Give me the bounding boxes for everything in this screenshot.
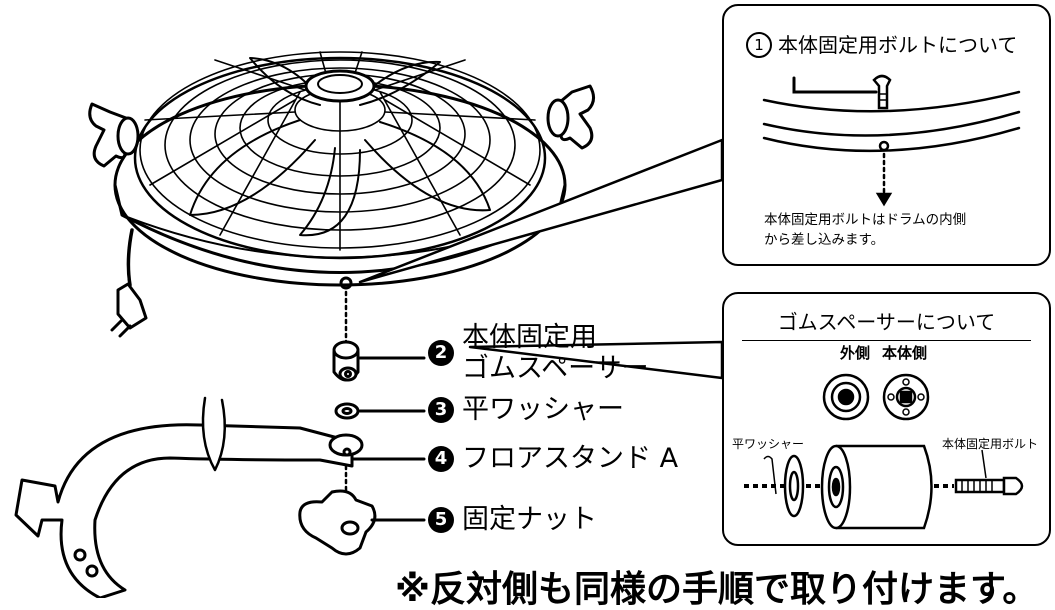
fan-hub xyxy=(304,69,376,103)
spacer-detail xyxy=(744,373,1024,530)
fan-blades xyxy=(189,57,491,237)
bolt-callout-box: 1 本体固定用ボルトについて 本体固定用ボルトはドラムの内側 から差し込みます。 xyxy=(722,4,1051,266)
part-washer-text: 平ワッシャー xyxy=(462,394,624,425)
bolt-note-line1: 本体固定用ボルトはドラムの内側 xyxy=(764,212,967,228)
label-bolt: 本体固定用ボルト xyxy=(942,437,1039,451)
part-label-washer: 3 平ワッシャー xyxy=(428,396,624,423)
side-knob-left xyxy=(88,102,140,168)
bolt-callout-title-text: 本体固定用ボルトについて xyxy=(778,33,1018,57)
part-number-3: 3 xyxy=(428,396,454,423)
rubber-spacer-part xyxy=(332,340,360,382)
footer-note: ※反対側も同様の手順で取り付けます。 xyxy=(395,569,1039,610)
bolt-callout-title: 1 本体固定用ボルトについて xyxy=(746,32,1017,58)
callout-number-1: 1 xyxy=(746,32,772,58)
side-knob-right xyxy=(546,84,595,150)
floor-stand-part xyxy=(14,423,364,598)
part-label-floor-stand: 4 フロアスタンド A xyxy=(428,445,678,472)
part-label-nut: 5 固定ナット xyxy=(428,506,597,533)
part-label-spacer: 2 本体固定用 ゴムスペーサー xyxy=(428,322,649,384)
part-number-2: 2 xyxy=(428,340,454,367)
label-outer-side: 外側 xyxy=(840,344,871,362)
spacer-title-underline xyxy=(742,340,1031,341)
drum-section-detail xyxy=(762,74,1021,207)
label-washer: 平ワッシャー xyxy=(732,437,805,451)
power-cord xyxy=(110,228,148,338)
part-nut-text: 固定ナット xyxy=(462,504,597,535)
washer-part xyxy=(334,402,360,420)
part-floor-stand-text: フロアスタンド A xyxy=(462,443,679,474)
bolt-note-line2: から差し込みます。 xyxy=(764,232,885,248)
bolt-hole xyxy=(339,276,353,290)
part-spacer-line2: ゴムスペーサー xyxy=(462,353,649,385)
part-number-5: 5 xyxy=(428,506,454,533)
fixing-nut-part xyxy=(298,489,377,556)
part-spacer-line1: 本体固定用 xyxy=(462,322,597,353)
spacer-callout-box: ゴムスペーサーについて 外側 本体側 平ワッシャー 本体固定用ボルト xyxy=(722,292,1051,546)
spacer-callout-title: ゴムスペーサーについて xyxy=(777,310,996,334)
label-body-side: 本体側 xyxy=(882,344,928,362)
part-number-4: 4 xyxy=(428,445,454,472)
